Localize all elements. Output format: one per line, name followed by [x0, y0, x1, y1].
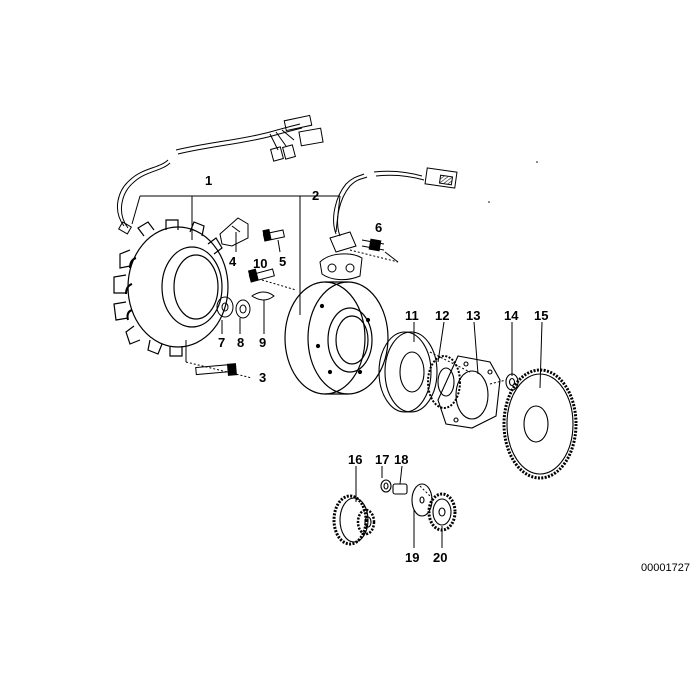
part-number-1[interactable]: 1 — [205, 173, 213, 188]
rotor-drawing — [284, 281, 389, 395]
lower-gears-drawing — [332, 479, 457, 546]
sensor-harness-drawing — [319, 167, 458, 281]
part-number-5[interactable]: 5 — [279, 254, 287, 269]
stray-dots — [488, 161, 538, 203]
part-number-3[interactable]: 3 — [259, 370, 267, 385]
diagram-reference-number: 00001727 — [641, 562, 690, 574]
freewheel-drawing — [378, 331, 501, 429]
part-number-18[interactable]: 18 — [394, 452, 409, 467]
part-number-11[interactable]: 11 — [405, 308, 419, 323]
small-parts-drawing — [195, 217, 285, 376]
part-number-12[interactable]: 12 — [435, 308, 450, 323]
part-number-4[interactable]: 4 — [229, 254, 237, 269]
part-number-9[interactable]: 9 — [259, 335, 267, 350]
part-number-19[interactable]: 19 — [405, 550, 420, 565]
part-number-20[interactable]: 20 — [433, 550, 448, 565]
part-number-14[interactable]: 14 — [504, 308, 519, 323]
gear-15-drawing — [502, 368, 578, 480]
part-number-7[interactable]: 7 — [218, 335, 226, 350]
part-number-17[interactable]: 17 — [375, 452, 390, 467]
part-number-15[interactable]: 15 — [534, 308, 549, 323]
wiring-harness-drawing — [116, 114, 324, 235]
stator-drawing — [113, 219, 229, 357]
part-number-6[interactable]: 6 — [375, 220, 383, 235]
part-number-8[interactable]: 8 — [237, 335, 245, 350]
part-number-16[interactable]: 16 — [348, 452, 363, 467]
part-number-10[interactable]: 10 — [253, 256, 268, 271]
part-number-13[interactable]: 13 — [466, 308, 481, 323]
part-number-2[interactable]: 2 — [312, 188, 320, 203]
leader-lines — [131, 195, 543, 548]
